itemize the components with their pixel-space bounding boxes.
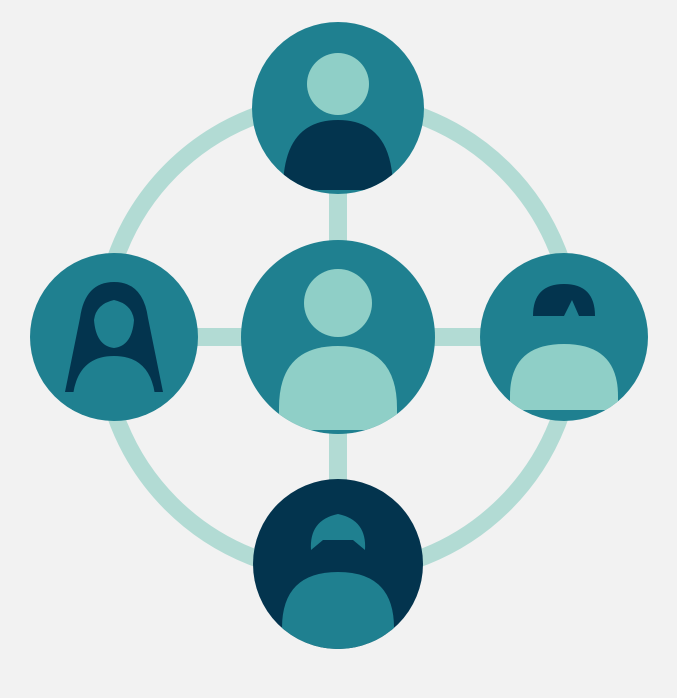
connectors [190, 185, 488, 488]
node-bottom [253, 479, 423, 649]
person-body [510, 344, 618, 410]
person-head [304, 269, 372, 337]
person-body [279, 346, 397, 430]
curly-hair [310, 514, 366, 550]
person-body [72, 356, 156, 410]
connector-top [329, 185, 347, 245]
bob-hair [533, 284, 595, 316]
connector-right [428, 328, 488, 346]
person-head [307, 53, 369, 115]
node-top [252, 22, 424, 194]
person-body [283, 120, 393, 190]
node-left [30, 253, 198, 421]
connector-bottom [329, 428, 347, 488]
connector-left [190, 328, 250, 346]
node-center [241, 240, 435, 434]
node-right [480, 253, 648, 421]
face [94, 300, 134, 348]
person-body [282, 572, 394, 649]
